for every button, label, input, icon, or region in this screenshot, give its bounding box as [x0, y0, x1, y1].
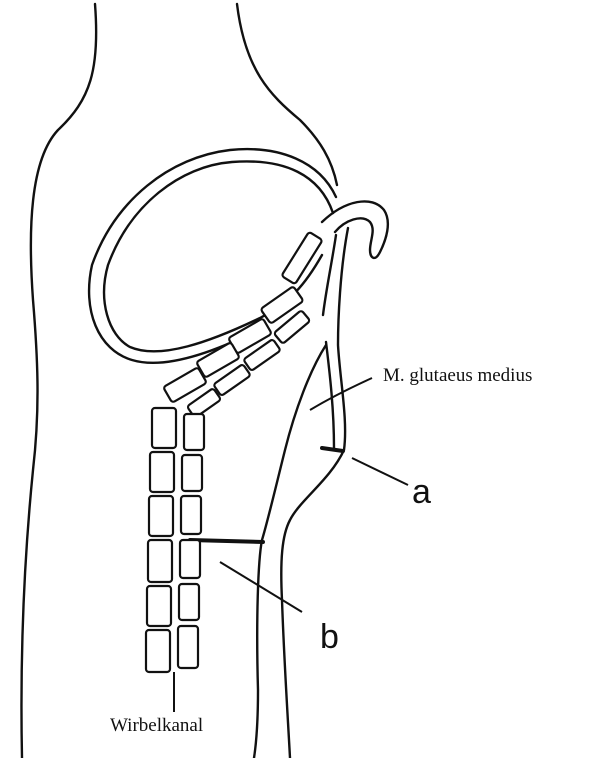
- vertebral-column: [146, 232, 323, 672]
- vertebra: [148, 540, 172, 582]
- a-leader: [352, 458, 408, 485]
- vertebra: [179, 584, 199, 620]
- vertebra: [281, 232, 322, 285]
- label-b: b: [320, 618, 339, 656]
- canal-label: Wirbelkanal: [110, 715, 203, 736]
- b-leader: [220, 562, 302, 612]
- line-a: [322, 448, 343, 451]
- muscle-label: M. glutaeus medius: [383, 365, 532, 386]
- vertebra: [178, 626, 198, 668]
- vertebra: [149, 496, 173, 536]
- vertebra: [180, 540, 200, 578]
- vertebra: [150, 452, 174, 492]
- vertebra: [146, 630, 170, 672]
- vertebra: [181, 496, 201, 534]
- label-a: a: [412, 473, 431, 511]
- vertebra: [184, 414, 204, 450]
- vertebra: [152, 408, 176, 448]
- vertebra: [147, 586, 171, 626]
- vertebra: [182, 455, 202, 491]
